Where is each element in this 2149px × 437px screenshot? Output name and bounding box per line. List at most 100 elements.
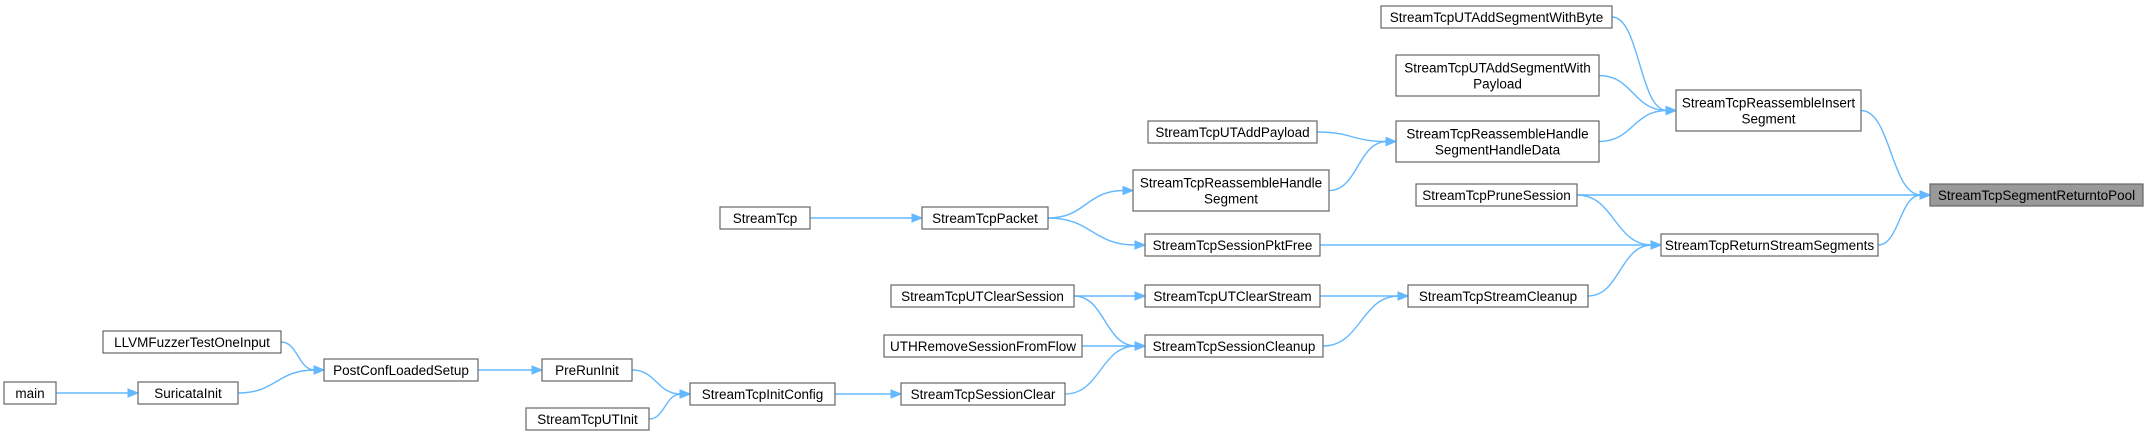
edge-n_addbyte-to-n_ins bbox=[1611, 16, 1668, 112]
node-label: StreamTcpReassembleHandle bbox=[1140, 176, 1322, 191]
node-label: StreamTcpStreamCleanup bbox=[1419, 289, 1577, 304]
edge-arrowhead bbox=[1397, 291, 1410, 301]
edge-arrowhead bbox=[1650, 240, 1663, 250]
edge-n_prerun-to-n_initcfg bbox=[631, 369, 682, 395]
node-label: StreamTcpReassembleHandle bbox=[1406, 127, 1588, 142]
node-stream-tcp-utclear-stream[interactable]: StreamTcpUTClearStream bbox=[1144, 284, 1321, 308]
node-label: StreamTcpUTClearStream bbox=[1153, 289, 1311, 304]
node-box bbox=[1660, 233, 1879, 257]
node-main[interactable]: main bbox=[3, 381, 57, 405]
node-label: SuricataInit bbox=[154, 386, 222, 401]
node-label: Segment bbox=[1741, 112, 1795, 127]
edge-arrowhead bbox=[127, 388, 140, 398]
node-label: StreamTcpPruneSession bbox=[1422, 188, 1571, 203]
node-box bbox=[719, 206, 811, 230]
edge-arrowhead bbox=[1134, 341, 1147, 351]
edge-arrowhead bbox=[1134, 291, 1147, 301]
node-label: Payload bbox=[1473, 77, 1522, 92]
node-label: PostConfLoadedSetup bbox=[333, 363, 469, 378]
edge-n_utclsess-to-n_sesscl bbox=[1073, 295, 1137, 347]
node-box bbox=[1144, 334, 1324, 358]
edge-n_scleanup-to-n_ret bbox=[1587, 244, 1653, 297]
node-box bbox=[3, 381, 57, 405]
node-label: StreamTcpSegmentReturntoPool bbox=[1938, 188, 2135, 203]
node-post-conf-loaded-setup[interactable]: PostConfLoadedSetup bbox=[323, 358, 479, 382]
node-box bbox=[890, 284, 1075, 308]
edge-arrowhead bbox=[313, 365, 326, 375]
node-label: Segment bbox=[1204, 192, 1258, 207]
edge-arrowhead bbox=[679, 389, 692, 399]
edge-arrowhead bbox=[1385, 136, 1398, 147]
node-stream-tcp-utadd-payload[interactable]: StreamTcpUTAddPayload bbox=[1147, 120, 1318, 144]
edge-n_packet-to-n_pktfree bbox=[1047, 217, 1137, 246]
node-label: UTHRemoveSessionFromFlow bbox=[890, 339, 1076, 354]
node-box bbox=[900, 382, 1066, 406]
node-stream-tcp-session-pkt-free[interactable]: StreamTcpSessionPktFree bbox=[1144, 233, 1321, 257]
node-label: main bbox=[15, 386, 44, 401]
edge-arrowhead bbox=[1134, 240, 1147, 250]
node-llvmfuzzer-test-one-input[interactable]: LLVMFuzzerTestOneInput bbox=[102, 330, 282, 354]
node-uthremove-session-from-flow[interactable]: UTHRemoveSessionFromFlow bbox=[883, 334, 1083, 358]
edge-n_ins-to-n_root bbox=[1860, 109, 1922, 196]
node-box bbox=[1144, 284, 1321, 308]
node-stream-tcp-stream-cleanup[interactable]: StreamTcpStreamCleanup bbox=[1407, 284, 1589, 308]
edge-arrowhead bbox=[890, 389, 903, 399]
node-stream-tcp-utadd-segment-with-byte[interactable]: StreamTcpUTAddSegmentWithByte bbox=[1380, 5, 1613, 29]
node-stream-tcp-reassemble-handle-segment-handle-data[interactable]: StreamTcpReassembleHandleSegmentHandleDa… bbox=[1395, 120, 1600, 163]
node-label: StreamTcpInitConfig bbox=[702, 387, 824, 402]
edge-arrowhead bbox=[1665, 105, 1678, 116]
node-stream-tcp-packet[interactable]: StreamTcpPacket bbox=[921, 206, 1049, 230]
node-suricata-init[interactable]: SuricataInit bbox=[137, 381, 239, 405]
node-stream-tcp-segment-returnto-pool[interactable]: StreamTcpSegmentReturntoPool bbox=[1929, 183, 2144, 207]
edge-n_suri-to-n_postconf bbox=[237, 369, 316, 394]
edge-arrowhead bbox=[911, 213, 924, 223]
node-box bbox=[1132, 169, 1330, 212]
edge-arrowhead bbox=[1122, 185, 1135, 196]
node-label: StreamTcpReturnStreamSegments bbox=[1665, 238, 1875, 253]
node-stream-tcp-prune-session[interactable]: StreamTcpPruneSession bbox=[1415, 183, 1578, 207]
node-label: StreamTcpReassembleInsert bbox=[1682, 96, 1856, 111]
edge-n_utpay-to-n_hdata bbox=[1316, 131, 1388, 143]
node-label: StreamTcpSessionClear bbox=[911, 387, 1056, 402]
node-box bbox=[1395, 54, 1600, 97]
node-box bbox=[689, 382, 836, 406]
node-label: SegmentHandleData bbox=[1435, 143, 1561, 158]
node-label: StreamTcpUTInit bbox=[537, 412, 638, 427]
edge-arrowhead bbox=[531, 365, 544, 375]
node-label: StreamTcpSessionCleanup bbox=[1153, 339, 1316, 354]
node-stream-tcp-session-clear[interactable]: StreamTcpSessionClear bbox=[900, 382, 1066, 406]
node-box bbox=[1407, 284, 1589, 308]
edge-n_sessclear-to-n_sesscl bbox=[1064, 345, 1137, 395]
node-label: StreamTcpUTAddSegmentWithByte bbox=[1390, 10, 1604, 25]
edge-n_sesscl-to-n_scleanup bbox=[1322, 295, 1400, 347]
node-stream-tcp-init-config[interactable]: StreamTcpInitConfig bbox=[689, 382, 836, 406]
node-box bbox=[137, 381, 239, 405]
node-stream-tcp-session-cleanup[interactable]: StreamTcpSessionCleanup bbox=[1144, 334, 1324, 358]
node-box bbox=[1144, 233, 1321, 257]
nodes-layer: StreamTcpSegmentReturntoPool StreamTcpRea… bbox=[3, 5, 2144, 431]
node-stream-tcp[interactable]: StreamTcp bbox=[719, 206, 811, 230]
node-label: StreamTcpUTAddSegmentWith bbox=[1404, 61, 1591, 76]
edge-n_hdata-to-n_ins bbox=[1598, 109, 1668, 143]
node-box bbox=[1415, 183, 1578, 207]
node-label: LLVMFuzzerTestOneInput bbox=[114, 335, 270, 350]
edge-n_packet-to-n_hseg bbox=[1047, 189, 1125, 219]
node-box bbox=[1147, 120, 1318, 144]
node-label: StreamTcpUTClearSession bbox=[901, 289, 1064, 304]
node-box bbox=[525, 407, 650, 431]
node-label: PreRunInit bbox=[555, 363, 619, 378]
node-box bbox=[1395, 120, 1600, 163]
node-stream-tcp-return-stream-segments[interactable]: StreamTcpReturnStreamSegments bbox=[1660, 233, 1879, 257]
node-stream-tcp-utinit[interactable]: StreamTcpUTInit bbox=[525, 407, 650, 431]
edge-n_utinit-to-n_initcfg bbox=[648, 393, 682, 420]
node-pre-run-init[interactable]: PreRunInit bbox=[541, 358, 633, 382]
node-stream-tcp-utclear-session[interactable]: StreamTcpUTClearSession bbox=[890, 284, 1075, 308]
node-box bbox=[921, 206, 1049, 230]
node-box bbox=[883, 334, 1083, 358]
edge-n_ret-to-n_root bbox=[1877, 194, 1922, 246]
edge-arrowhead bbox=[1919, 190, 1932, 200]
